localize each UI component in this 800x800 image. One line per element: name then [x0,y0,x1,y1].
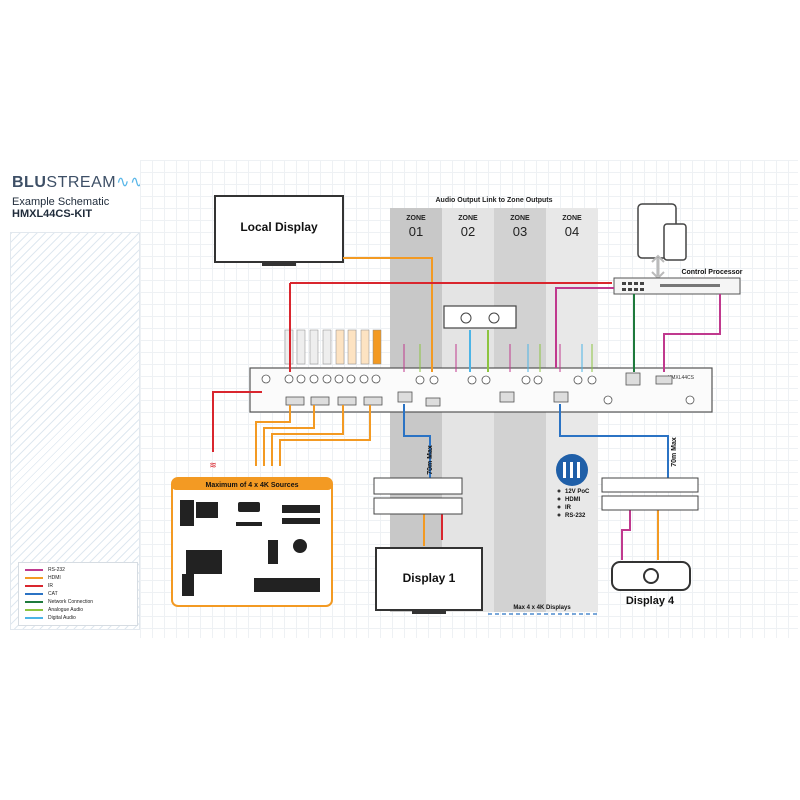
feature-item: RS-232 [565,513,586,519]
cat-display4-cable [559,404,669,480]
zone-1-number: 01 [409,224,423,239]
display-1-label: Display 1 [403,571,456,585]
zone-3-number: 03 [513,224,527,239]
legend-item: IR [25,583,53,589]
brand-name-part1: BLU [12,174,47,191]
ir-emitter-icon: ≋ [209,460,217,470]
hdmi-source-cables [255,405,371,466]
max-displays-label: Max 4 x 4K Displays [513,605,571,611]
receiver-1-top [373,477,463,495]
matrix-model-label: HMXL44CS [668,375,695,381]
feature-list: 12V PoC HDMI IR RS-232 [557,489,590,519]
legend-item: Analogue Audio [25,607,83,613]
zone-3-word: ZONE [510,215,530,222]
display-4-label: Display 4 [626,595,675,607]
projector-icon [611,561,691,591]
zone-2-word: ZONE [458,215,478,222]
audio-link-label: Audio Output Link to Zone Outputs [435,197,552,204]
sources-title: Maximum of 4 x 4K Sources [206,482,299,489]
run-length-2: 70m Max [671,437,678,467]
rs232-control-cable [663,294,721,372]
rs232-display4-cable [621,505,631,560]
legend-item: Digital Audio [25,615,76,621]
brand-logo: BLUSTREAM∿∿→ [12,172,160,192]
run-length-1: 70m Max [427,445,434,475]
hdmi-local-display-cable [343,257,433,372]
zone-4-word: ZONE [562,215,582,222]
cat-display1-cable [403,404,431,480]
legend-item: RS-232 [25,567,65,573]
local-display-stand [262,262,296,266]
legend-item: CAT [25,591,58,597]
sources-header [172,478,332,490]
schematic-title: Example Schematic [12,196,110,208]
zone-2-number: 02 [461,224,475,239]
zone-1-word: ZONE [406,215,426,222]
receiver-4-top [601,477,699,493]
cable-legend: RS-232 HDMI IR CAT Network Connection An… [18,562,138,626]
phone-icon [663,223,687,261]
ir-local-display-cable [289,282,612,372]
feature-item: IR [565,505,572,511]
receiver-1-bottom [373,497,463,515]
receiver-4-bottom [601,495,699,511]
control-processor-label: Control Processor [681,269,742,276]
feature-item: HDMI [565,497,581,503]
legend-item: HDMI [25,575,61,581]
feature-item: 12V PoC [565,489,590,495]
zone-4-number: 04 [565,224,579,239]
brand-name-part2: STREAM [46,174,117,191]
local-display-label: Local Display [240,220,318,234]
schematic-model: HMXL44CS-KIT [12,208,93,220]
audio-amplifier [443,305,517,329]
rs232-zone4-cable [555,287,614,368]
source-device-icons [180,500,320,596]
ir-source-cable [212,391,262,452]
legend-item: Network Connection [25,599,93,605]
local-display-monitor [214,195,344,263]
